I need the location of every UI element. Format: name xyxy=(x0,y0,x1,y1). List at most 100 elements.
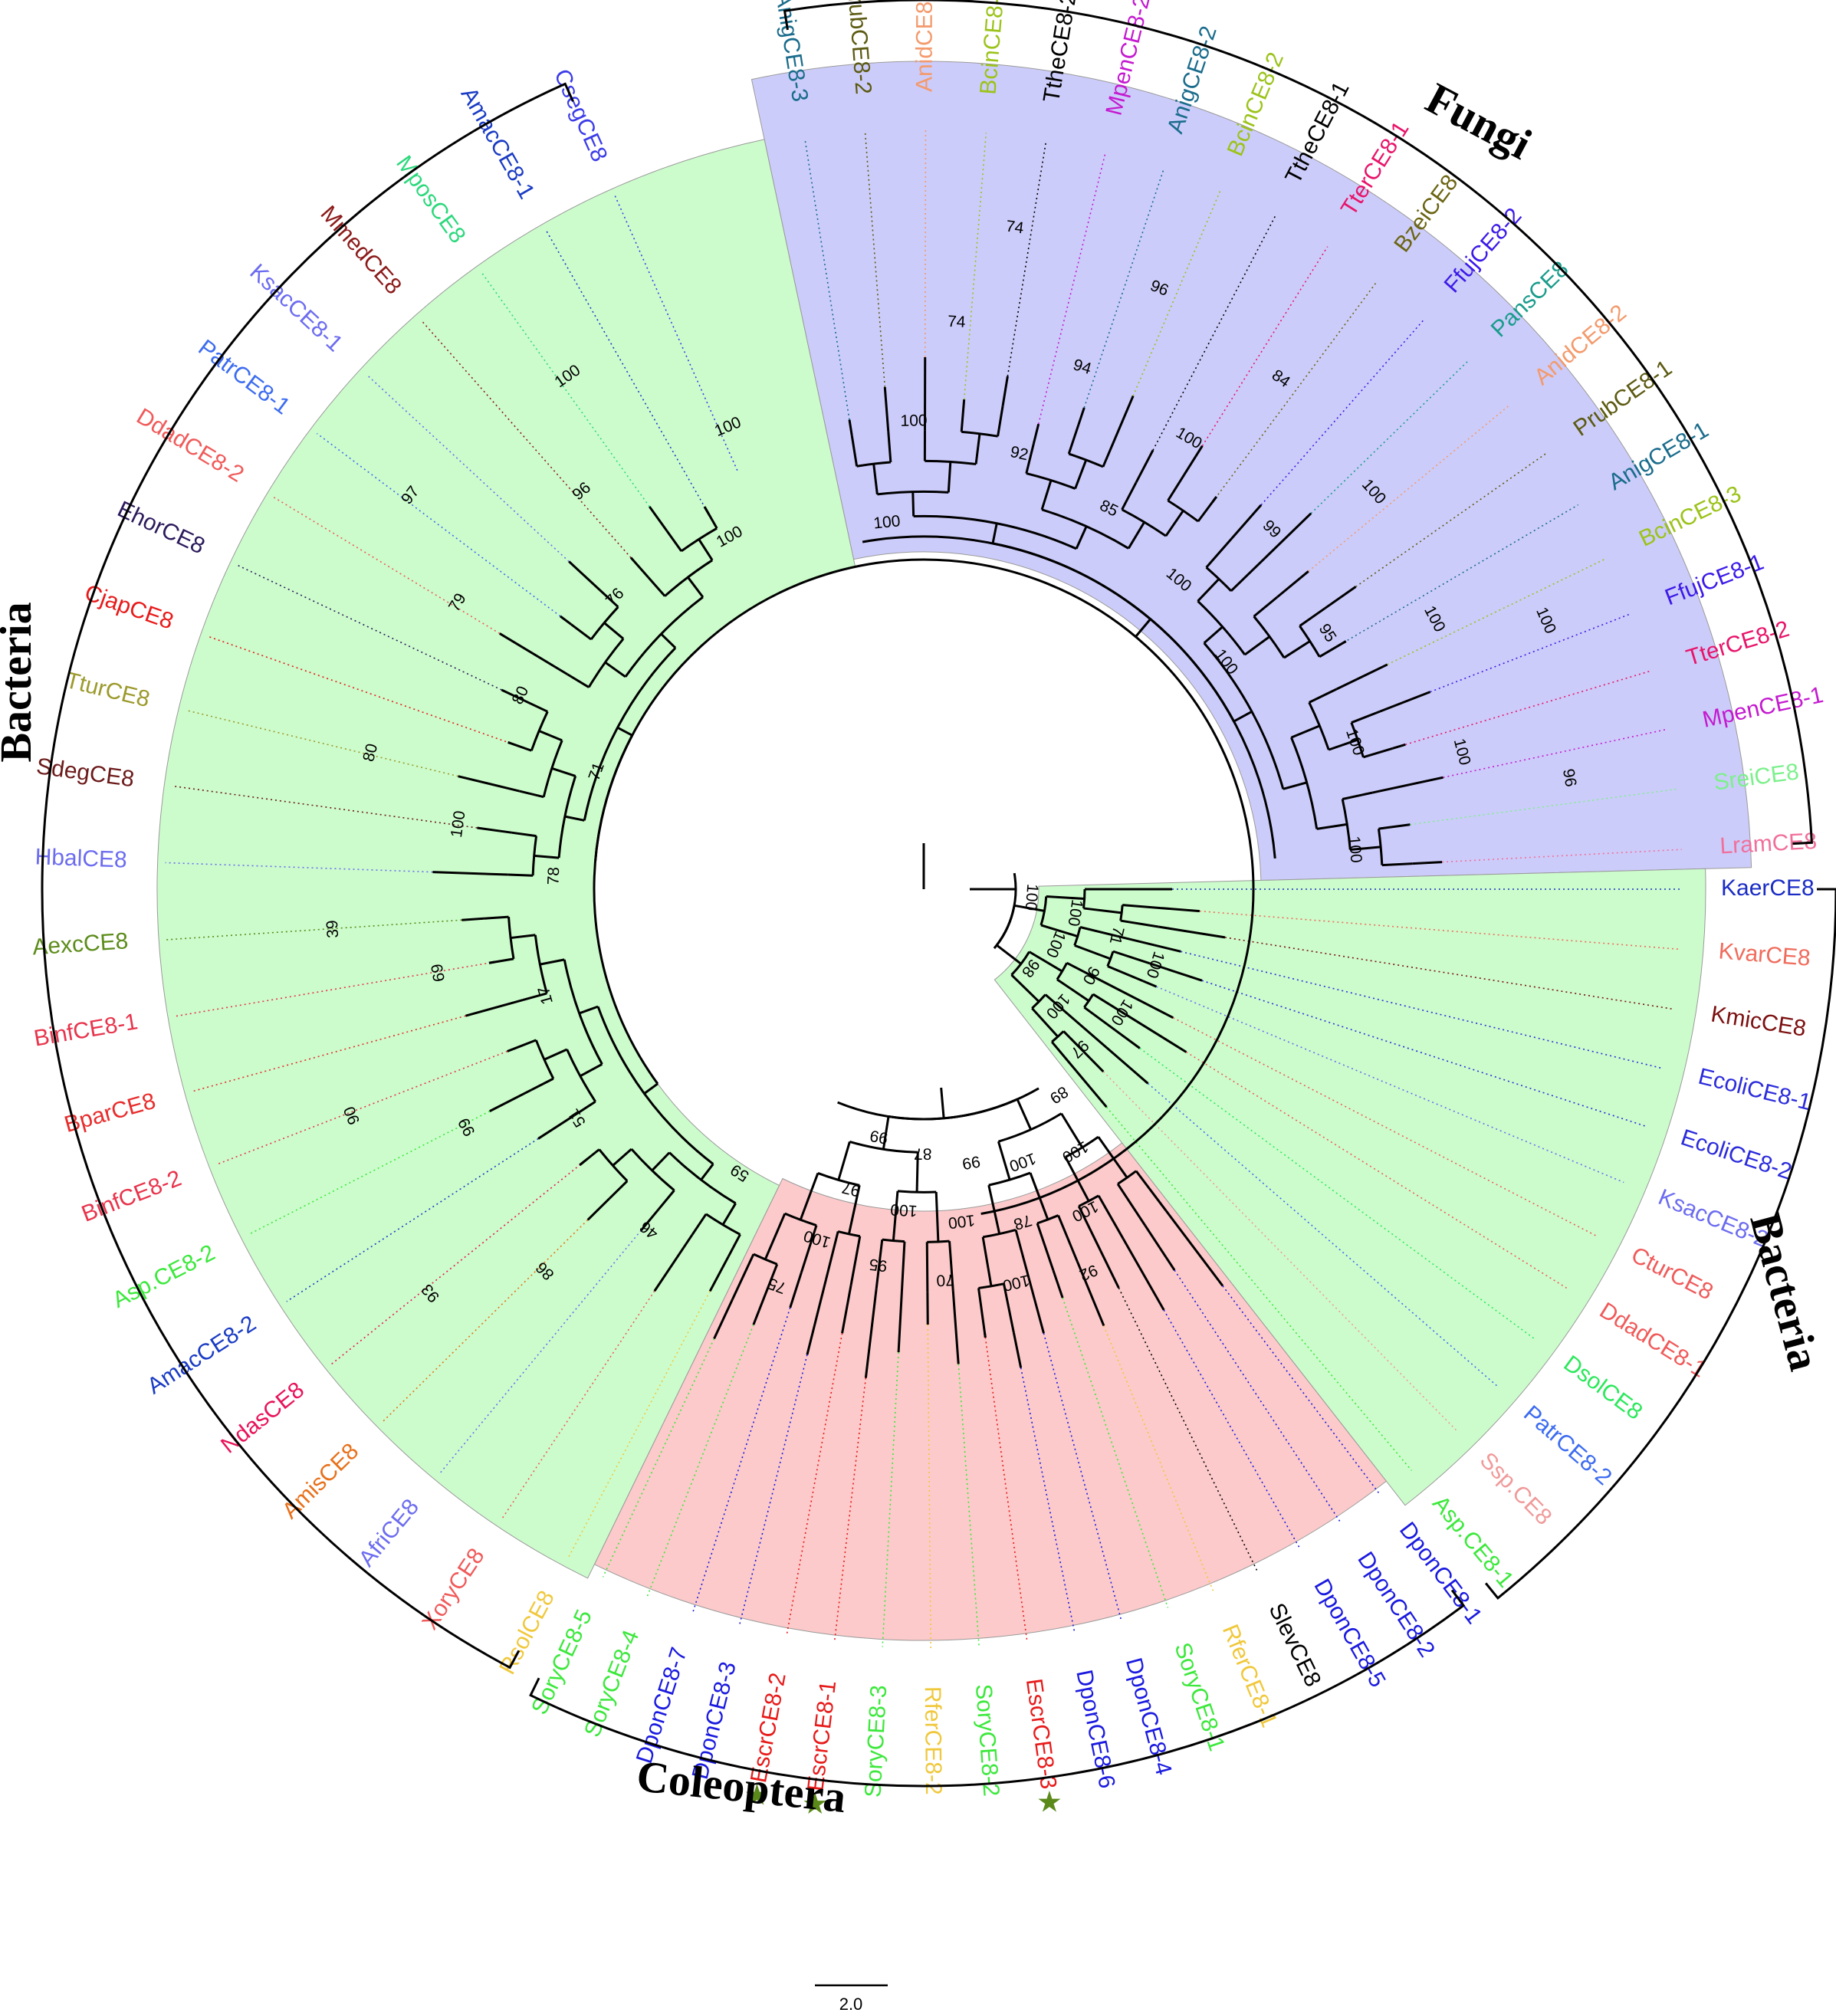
leaf-guide-line xyxy=(1355,453,1546,588)
branch-arc xyxy=(1299,625,1321,658)
branch-radial xyxy=(1351,710,1381,724)
branch-radial xyxy=(579,1005,599,1015)
leaf-label: EscrCE8-3 xyxy=(1021,1677,1061,1791)
branch-radial xyxy=(915,1152,919,1193)
branch-radial xyxy=(1074,944,1112,960)
bootstrap-value: 100 xyxy=(1022,883,1042,911)
bootstrap-value: 100 xyxy=(1064,898,1086,928)
branch-radial xyxy=(1025,443,1035,474)
branch-radial xyxy=(1114,395,1135,439)
leaf-label: CturCE8 xyxy=(1627,1242,1717,1305)
leaf-guide-line xyxy=(1172,1016,1599,1238)
branch-radial xyxy=(1036,1223,1055,1271)
branch-radial xyxy=(1010,974,1040,1003)
branch-arc xyxy=(1205,566,1232,592)
coleoptera-sector xyxy=(593,1142,1388,1641)
branch-radial xyxy=(1032,423,1040,445)
branch-radial xyxy=(534,854,560,859)
branch-arc xyxy=(530,711,549,751)
branch-radial xyxy=(1135,1170,1168,1212)
bootstrap-value: 74 xyxy=(947,313,966,331)
branch-radial xyxy=(1336,663,1388,691)
branch-arc xyxy=(1308,701,1330,750)
branch-radial xyxy=(1122,904,1161,910)
branch-arc xyxy=(1031,993,1046,1010)
leaf-guide-line xyxy=(1443,728,1667,779)
leaf-label: AexcCE8 xyxy=(31,928,129,960)
branch-arc xyxy=(1040,896,1048,926)
branch-radial xyxy=(960,401,965,432)
branch-radial xyxy=(1116,1183,1147,1226)
branch-arc xyxy=(1078,1194,1099,1207)
branch-radial xyxy=(1112,950,1150,965)
leaf-label: NdasCE8 xyxy=(216,1377,309,1459)
branch-radial xyxy=(488,957,514,964)
branch-radial xyxy=(510,934,536,940)
leaf-label: SoryCE8-4 xyxy=(580,1627,644,1741)
branch-radial xyxy=(848,419,853,436)
branch-radial xyxy=(570,623,592,641)
bootstrap-value: 74 xyxy=(1005,218,1026,238)
branch-radial xyxy=(872,463,879,495)
leaf-label: AfriCE8 xyxy=(354,1494,424,1571)
branch-radial xyxy=(665,530,683,552)
leaf-label: Asp.CE8-2 xyxy=(109,1240,219,1313)
branch-radial xyxy=(1001,376,1009,406)
leaf-label: DdadCE8-1 xyxy=(1595,1298,1711,1383)
branch-radial xyxy=(559,615,573,625)
branch-radial xyxy=(599,589,619,608)
leaf-label: EcoliCE8-2 xyxy=(1677,1125,1795,1184)
branch-arc xyxy=(680,527,718,553)
branch-radial xyxy=(1012,1332,1023,1368)
branch-radial xyxy=(1167,474,1186,501)
branch-radial xyxy=(882,1116,890,1150)
branch-radial xyxy=(997,1141,1011,1180)
branch-radial xyxy=(1077,407,1086,425)
branch-radial xyxy=(1014,1230,1030,1279)
leaf-guide-line xyxy=(1132,190,1221,396)
branch-radial xyxy=(489,1088,532,1112)
branch-radial xyxy=(1029,1172,1049,1220)
branch-radial xyxy=(991,523,998,544)
branch-radial xyxy=(512,1039,537,1051)
branch-radial xyxy=(1107,965,1144,983)
branch-arc xyxy=(624,596,704,678)
branch-arc xyxy=(888,1098,1018,1121)
branch-radial xyxy=(609,1180,629,1200)
clade-sectors xyxy=(156,61,1752,1641)
branch-arc xyxy=(849,1141,918,1154)
branch-radial xyxy=(1233,710,1253,723)
branch-radial xyxy=(507,741,532,752)
branch-arc xyxy=(507,917,515,960)
branch-radial xyxy=(1063,1030,1092,1059)
branch-radial xyxy=(1412,861,1443,865)
branch-radial xyxy=(1016,1098,1033,1131)
branch-radial xyxy=(643,1082,659,1095)
branch-radial xyxy=(1381,862,1413,867)
branch-radial xyxy=(499,632,569,676)
branch-radial xyxy=(1197,496,1218,522)
branch-radial xyxy=(1122,1238,1165,1311)
branch-radial xyxy=(1197,578,1220,603)
branch-arc xyxy=(1377,828,1384,865)
leaf-guide-line xyxy=(286,1138,539,1302)
leaf-label: AnidCE8-1 xyxy=(912,0,938,92)
branch-radial xyxy=(1142,980,1158,988)
leaf-guide-line xyxy=(984,1332,1028,1641)
branch-radial xyxy=(1064,1156,1090,1202)
branch-radial xyxy=(649,506,668,532)
star-icon: ★ xyxy=(1036,1785,1063,1818)
branch-radial xyxy=(987,1184,1001,1234)
leaf-guide-line xyxy=(924,130,927,358)
bootstrap-value: 100 xyxy=(448,809,469,839)
branch-radial xyxy=(507,1048,514,1052)
leaf-guide-line xyxy=(927,1324,931,1648)
leaf-label: SoryCE8-2 xyxy=(971,1683,1004,1798)
branch-radial xyxy=(824,1231,839,1280)
bootstrap-value: 100 xyxy=(890,1200,918,1220)
leaf-guide-line xyxy=(481,271,650,507)
branch-radial xyxy=(1183,445,1204,476)
bootstrap-value: 78 xyxy=(544,867,563,885)
branch-radial xyxy=(538,730,563,742)
branch-radial xyxy=(841,1285,852,1334)
